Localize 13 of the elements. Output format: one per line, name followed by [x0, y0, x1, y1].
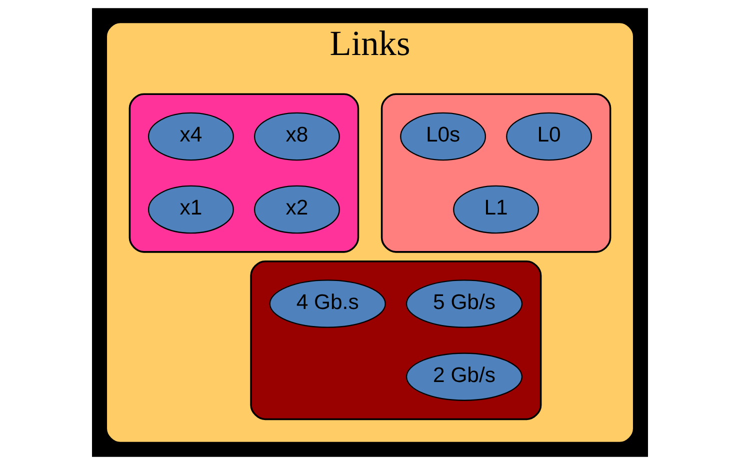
cluster — [250, 260, 542, 420]
node-ellipse: x2 — [253, 185, 340, 234]
node-ellipse: x4 — [147, 112, 234, 161]
node-ellipse: x1 — [147, 185, 234, 234]
node-ellipse: 4 Gb.s — [268, 280, 386, 328]
cluster — [128, 93, 359, 253]
node-ellipse: L1 — [452, 185, 539, 234]
node-ellipse: 5 Gb/s — [405, 280, 522, 328]
node-ellipse: L0 — [506, 112, 592, 161]
node-ellipse: L0s — [400, 112, 486, 161]
node-ellipse: x8 — [253, 112, 340, 161]
node-ellipse: 2 Gb/s — [405, 352, 522, 401]
cluster — [380, 93, 611, 253]
